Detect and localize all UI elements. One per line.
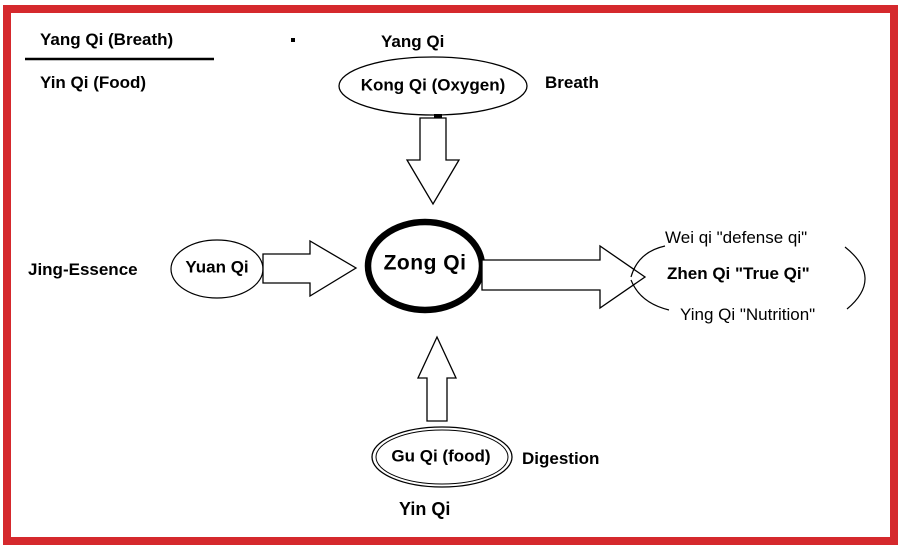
ying-qi-label: Ying Qi "Nutrition" — [680, 305, 816, 324]
right-arrow-zong-to-outputs-icon — [481, 244, 647, 310]
stray-dot — [291, 38, 295, 42]
fraction-numerator-label: Yang Qi (Breath) — [40, 30, 174, 49]
right-arrow-yuan-to-zong-icon — [262, 239, 358, 298]
wei-qi-label: Wei qi "defense qi" — [665, 228, 808, 247]
zong-qi-label: Zong Qi — [383, 251, 467, 275]
jing-essence-label: Jing-Essence — [28, 260, 138, 279]
red-border-frame — [3, 5, 898, 545]
gu-qi-ellipse-inner — [375, 429, 509, 485]
yang-qi-label: Yang Qi — [381, 32, 445, 51]
breath-label: Breath — [545, 73, 599, 92]
kong-qi-label: Kong Qi (Oxygen) — [360, 75, 506, 95]
up-arrow-icon — [416, 335, 458, 422]
outputs-brace-lower-left-arc — [630, 279, 670, 311]
outputs-brace-upper-left-arc — [630, 245, 666, 278]
yin-qi-bottom-label: Yin Qi — [399, 499, 451, 519]
gu-qi-label: Gu Qi (food) — [391, 446, 491, 466]
arrow-anchor-dot — [434, 114, 442, 119]
fraction-denominator-label: Yin Qi (Food) — [40, 73, 147, 92]
down-arrow-icon — [405, 117, 461, 206]
digestion-label: Digestion — [522, 449, 600, 468]
outputs-brace-right-arc — [844, 246, 866, 310]
yuan-qi-label: Yuan Qi — [185, 257, 249, 277]
gu-qi-ellipse-outer — [371, 426, 513, 488]
zhen-qi-label: Zhen Qi "True Qi" — [667, 264, 810, 283]
kong-qi-ellipse — [338, 56, 528, 116]
